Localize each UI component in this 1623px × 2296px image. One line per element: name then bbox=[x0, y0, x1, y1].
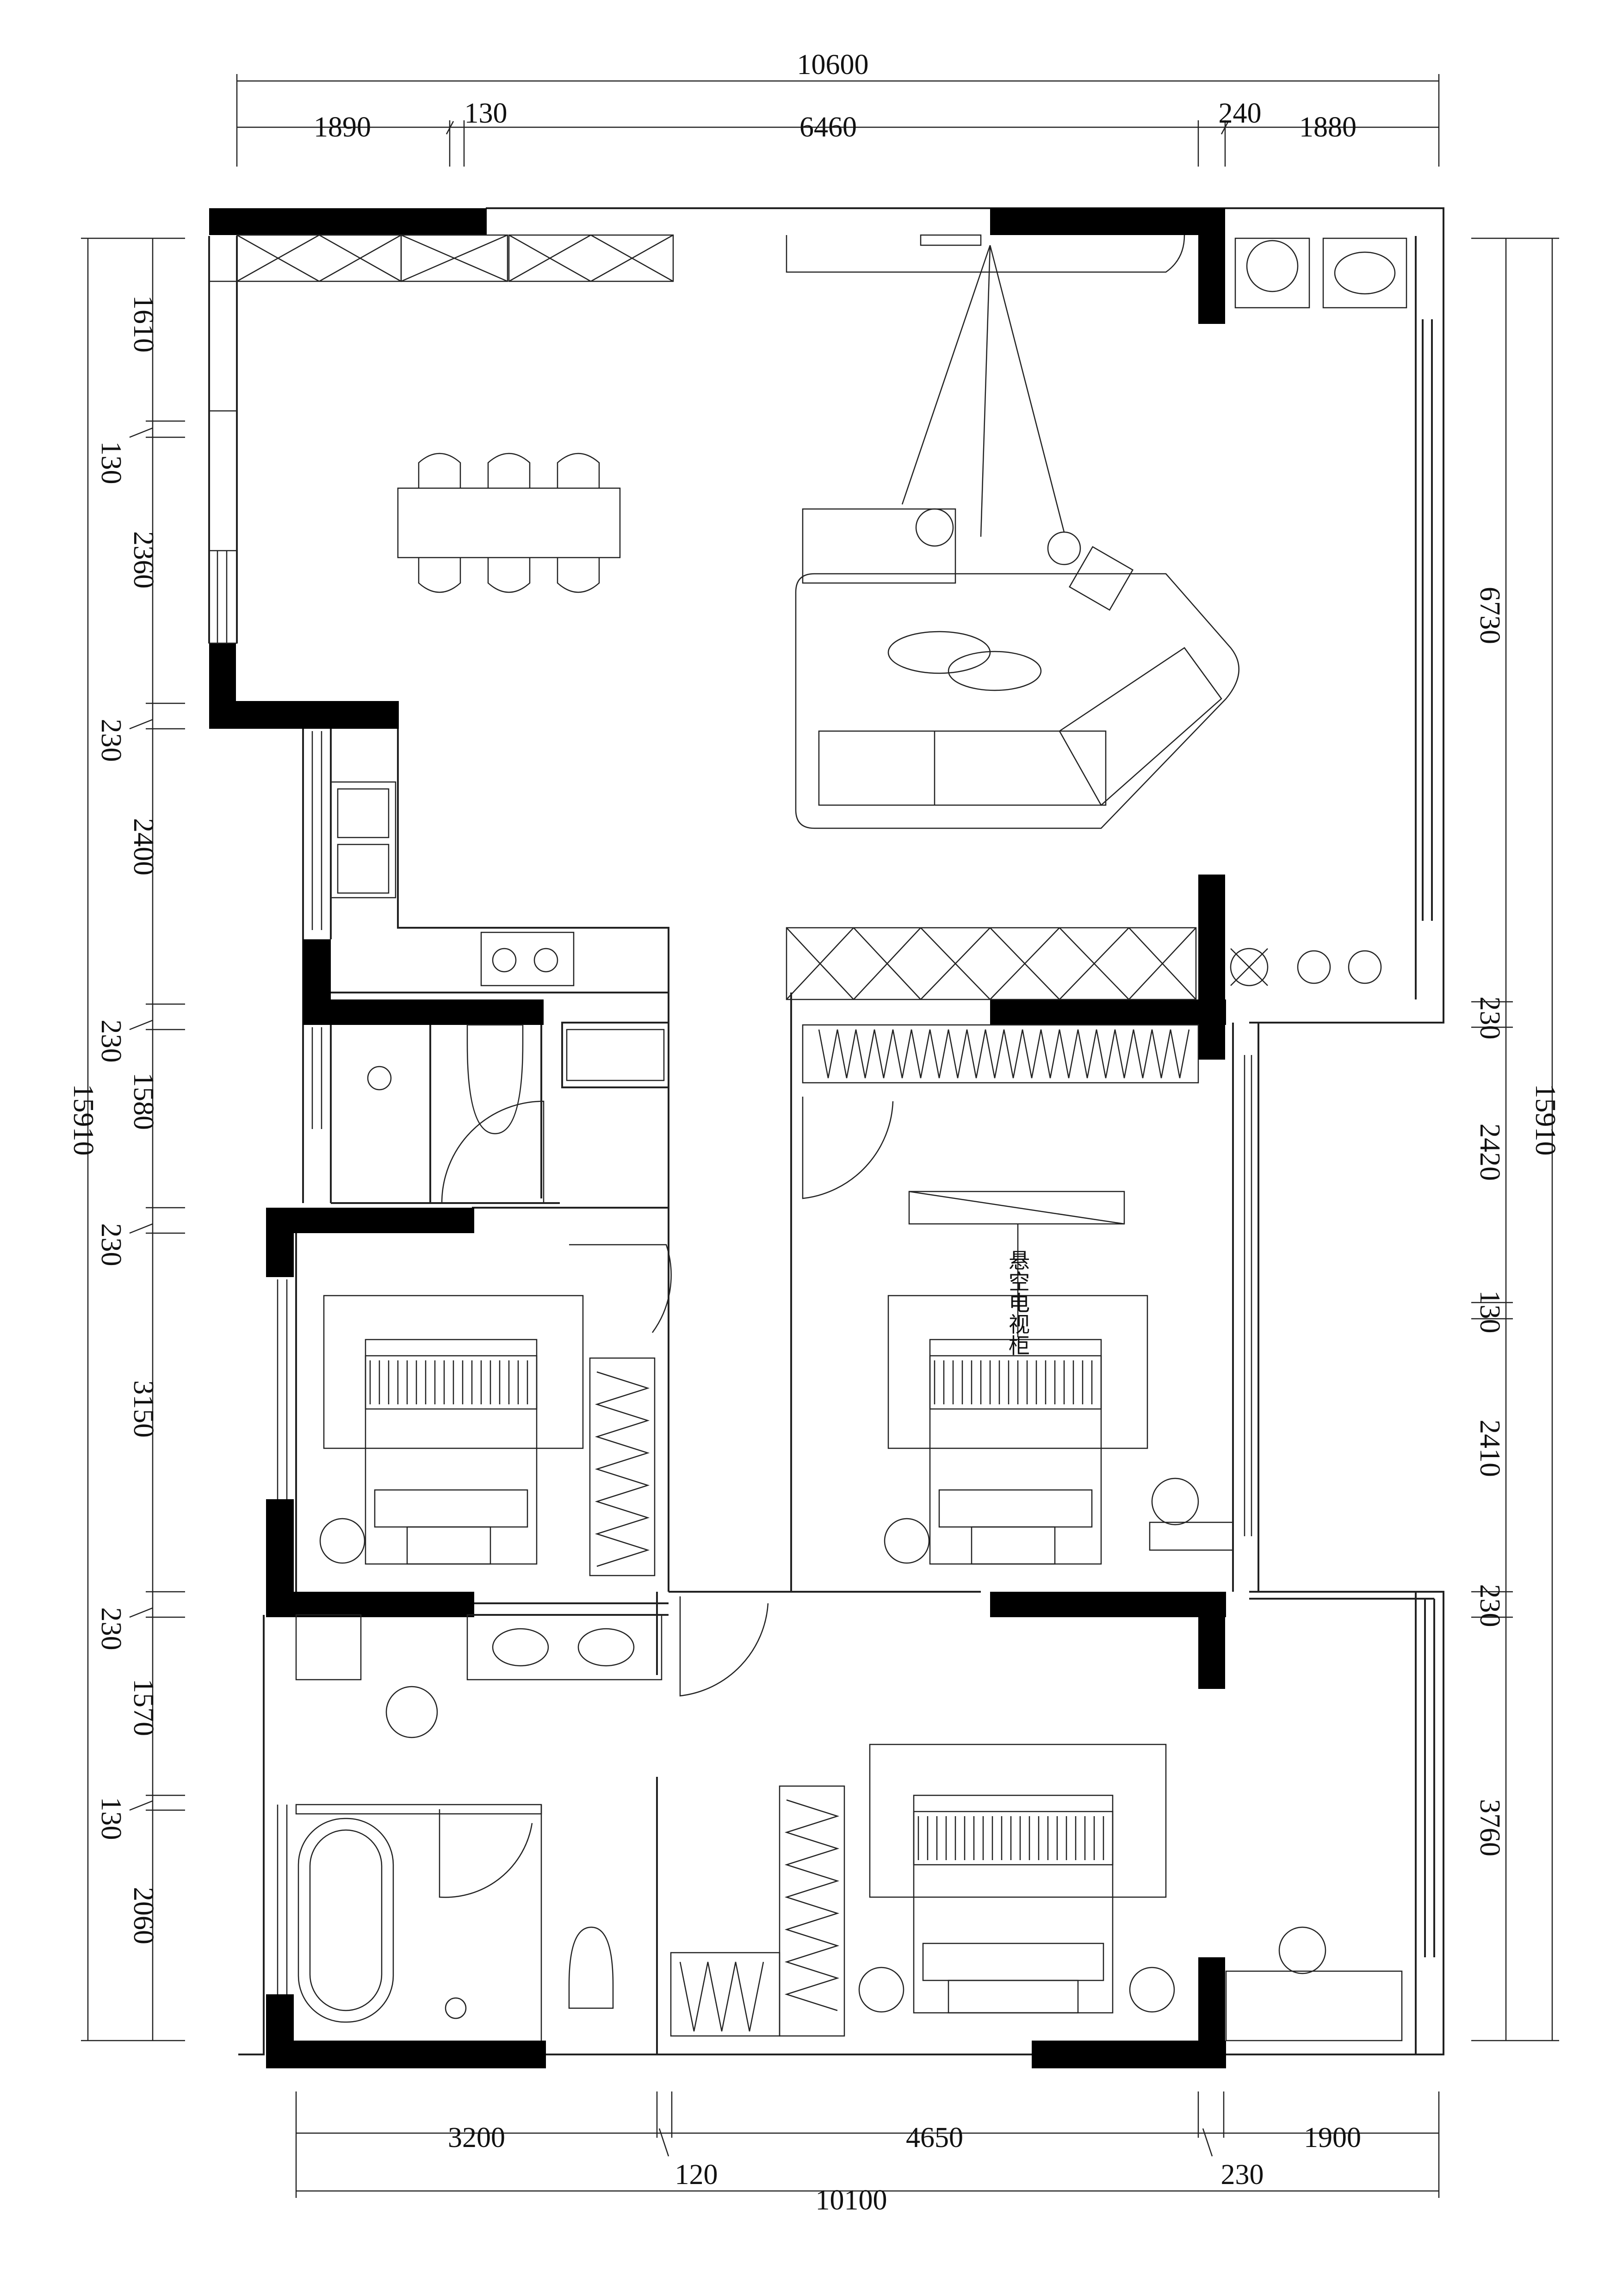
bed bbox=[929, 1339, 1102, 1565]
dim-right-3: 2420 bbox=[1474, 1123, 1505, 1181]
washer-icon bbox=[1246, 240, 1299, 292]
bed bbox=[365, 1339, 538, 1565]
door-arc bbox=[679, 1596, 769, 1697]
dim-left-6: 230 bbox=[95, 1020, 127, 1063]
side-table bbox=[1047, 531, 1081, 565]
stool-icon bbox=[385, 1686, 438, 1738]
armchair bbox=[802, 508, 956, 584]
door-arc bbox=[802, 1097, 894, 1199]
dim-left-12: 130 bbox=[95, 1797, 127, 1840]
nightstand bbox=[319, 1518, 365, 1564]
plant-icon bbox=[1230, 948, 1382, 987]
dimension-labels: 10600 1890 130 6460 240 1880 3200 120 46… bbox=[68, 49, 1561, 2216]
dim-right-7: 3760 bbox=[1474, 1799, 1505, 1856]
dim-right-6: 230 bbox=[1474, 1584, 1505, 1627]
sofa bbox=[818, 730, 1107, 806]
dim-left-10: 230 bbox=[95, 1607, 127, 1651]
dining-table bbox=[397, 487, 621, 558]
toilet-icon bbox=[568, 1926, 614, 2009]
stove-burner-icon bbox=[492, 948, 517, 973]
dim-bottom-4: 230 bbox=[1221, 2159, 1264, 2191]
dining-chairs bbox=[418, 453, 600, 593]
dim-left-3: 2360 bbox=[128, 531, 159, 589]
dim-top-1: 1890 bbox=[314, 112, 371, 143]
sink-icon bbox=[577, 1628, 635, 1667]
dim-top-5: 1880 bbox=[1299, 112, 1357, 143]
coffee-table bbox=[948, 651, 1042, 691]
door-arc bbox=[569, 1244, 672, 1333]
dim-top-4: 240 bbox=[1219, 98, 1262, 129]
nightstand bbox=[1129, 1967, 1175, 2013]
sink-icon bbox=[492, 1628, 549, 1667]
rug bbox=[887, 1295, 1148, 1449]
dim-right-1: 6730 bbox=[1474, 587, 1505, 644]
doors bbox=[217, 551, 1252, 1994]
laundry-sink-icon bbox=[1334, 251, 1396, 295]
dimension-lines bbox=[81, 74, 1559, 2198]
desk-chair bbox=[1151, 1477, 1199, 1526]
dim-top-2: 130 bbox=[465, 98, 508, 129]
dim-right-2: 230 bbox=[1474, 997, 1505, 1040]
shower-head-icon bbox=[445, 1997, 467, 2019]
stove-burner-icon bbox=[533, 948, 558, 973]
sofa-rug bbox=[795, 573, 1239, 829]
dim-left-4: 230 bbox=[95, 719, 127, 762]
shower-head-icon bbox=[367, 1066, 392, 1091]
room-outlines bbox=[208, 207, 1444, 2055]
storage-cabinets bbox=[208, 234, 1403, 2042]
dim-bottom-1: 3200 bbox=[448, 2122, 505, 2153]
dim-left-9: 3150 bbox=[128, 1380, 159, 1438]
dim-left-8: 230 bbox=[95, 1223, 127, 1266]
bed bbox=[913, 1794, 1114, 2014]
tv-cabinet-label: 悬空电视柜 bbox=[1005, 1249, 1030, 1356]
dim-right-total: 15910 bbox=[1530, 1084, 1561, 1156]
dim-bottom-total: 10100 bbox=[816, 2184, 887, 2216]
rug bbox=[323, 1295, 584, 1449]
furniture bbox=[319, 245, 1382, 2014]
dim-bottom-2: 120 bbox=[675, 2159, 718, 2191]
lounge-chair bbox=[1068, 546, 1134, 611]
door-arc bbox=[441, 1100, 545, 1204]
nightstand bbox=[884, 1518, 930, 1564]
door-arc bbox=[439, 1809, 533, 1898]
dim-left-11: 1570 bbox=[128, 1679, 159, 1736]
walls bbox=[209, 208, 1226, 2068]
desk-chair bbox=[1278, 1926, 1326, 1974]
dim-top-3: 6460 bbox=[799, 112, 857, 143]
dim-right-5: 2410 bbox=[1474, 1420, 1505, 1477]
dim-left-total: 15910 bbox=[68, 1084, 99, 1156]
dim-bottom-5: 1900 bbox=[1304, 2122, 1361, 2153]
dim-top-total: 10600 bbox=[797, 49, 869, 81]
dim-bottom-3: 4650 bbox=[906, 2122, 963, 2153]
dim-right-4: 130 bbox=[1474, 1291, 1505, 1334]
chaise-sofa bbox=[1059, 647, 1222, 806]
coffee-table bbox=[887, 631, 991, 674]
dim-left-2: 130 bbox=[95, 441, 127, 484]
fixtures bbox=[295, 237, 1407, 2041]
dim-left-13: 2060 bbox=[128, 1887, 159, 1944]
tv-cabinet bbox=[908, 1191, 1125, 1225]
rug bbox=[869, 1744, 1167, 1898]
side-table bbox=[915, 508, 954, 547]
toilet-icon bbox=[466, 1024, 524, 1135]
dim-left-1: 1610 bbox=[128, 295, 159, 353]
dim-left-5: 2400 bbox=[128, 818, 159, 875]
nightstand bbox=[858, 1967, 904, 2013]
dim-left-7: 1580 bbox=[128, 1073, 159, 1130]
